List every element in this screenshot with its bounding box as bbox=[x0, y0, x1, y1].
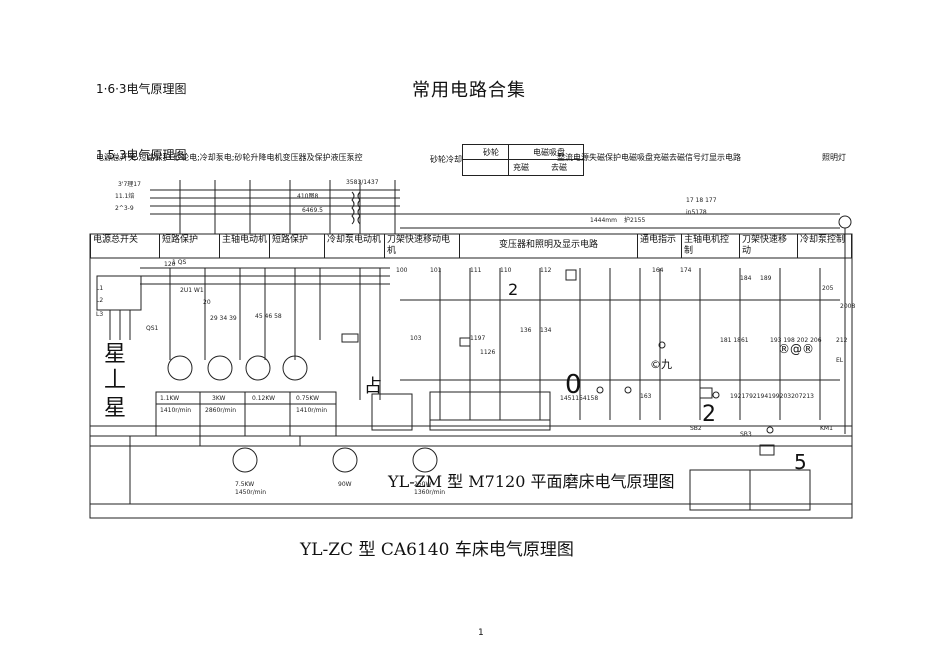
svg-text:184: 184 bbox=[740, 275, 752, 282]
svg-text:1 QS: 1 QS bbox=[172, 259, 186, 266]
svg-text:1451154158: 1451154158 bbox=[560, 395, 598, 402]
section-label: 1·6·3电气原理图 bbox=[96, 82, 187, 96]
svg-text:20: 20 bbox=[203, 299, 211, 306]
svg-text:2U1 W1: 2U1 W1 bbox=[180, 287, 204, 294]
glyph-2: 丄 bbox=[104, 368, 127, 393]
svg-text:134: 134 bbox=[540, 327, 552, 334]
svg-text:101: 101 bbox=[430, 267, 442, 274]
col-header-spindle-control: 主轴电机控制 bbox=[682, 234, 740, 258]
description-right: 整流电源失磁保护电磁吸盘充磁去磁信号灯显示电路 bbox=[557, 153, 741, 162]
col-header-short-protect-2: 短路保护 bbox=[270, 234, 325, 258]
motor-power-3: 0.12KW bbox=[252, 395, 275, 402]
col-header-coolant-control: 冷却泵控制 bbox=[798, 234, 852, 258]
svg-text:QS1: QS1 bbox=[146, 325, 159, 332]
svg-text:164: 164 bbox=[652, 267, 664, 274]
svg-text:45 46 58: 45 46 58 bbox=[255, 313, 282, 320]
svg-text:174: 174 bbox=[680, 267, 692, 274]
glyph-6: 2 bbox=[508, 280, 519, 299]
svg-text:in5178: in5178 bbox=[686, 209, 707, 216]
mode-cell-demagnetize: 去磁 bbox=[551, 163, 567, 172]
svg-text:136: 136 bbox=[520, 327, 532, 334]
svg-text:17 18 177: 17 18 177 bbox=[686, 197, 717, 204]
motor-speed-2: 2860r/min bbox=[205, 407, 236, 414]
svg-text:1126: 1126 bbox=[480, 349, 495, 356]
bottom-motor-2-power: 90W bbox=[338, 481, 352, 488]
grinder-cool-label: 砂轮冷却 bbox=[430, 155, 462, 164]
svg-text:2008: 2008 bbox=[840, 303, 855, 310]
svg-text:KM1: KM1 bbox=[820, 425, 833, 432]
glyph-5: 0 bbox=[565, 370, 582, 400]
svg-text:3583/1437: 3583/1437 bbox=[346, 179, 379, 186]
svg-text:163: 163 bbox=[640, 393, 652, 400]
motor-power-2: 3KW bbox=[212, 395, 226, 402]
svg-text:212: 212 bbox=[836, 337, 848, 344]
svg-text:205: 205 bbox=[822, 285, 834, 292]
svg-text:EL: EL bbox=[836, 357, 844, 364]
svg-text:护2155: 护2155 bbox=[624, 216, 645, 224]
bottom-motor-3-power: 250W bbox=[414, 481, 431, 488]
svg-text:6469.5: 6469.5 bbox=[302, 207, 323, 214]
motor-power-1: 1.1KW bbox=[160, 395, 179, 402]
svg-text:3'7理17: 3'7理17 bbox=[118, 181, 141, 188]
glyph-4: 占 bbox=[364, 376, 382, 397]
svg-text:SB2: SB2 bbox=[690, 425, 702, 432]
svg-text:1197: 1197 bbox=[470, 335, 485, 342]
description-left: 电源总开关 短路保护 砂轮电;冷却泵电;砂轮升降电机变压器及保护液压泵控 bbox=[96, 153, 363, 162]
svg-text:110: 110 bbox=[500, 267, 512, 274]
svg-text:181 1861: 181 1861 bbox=[720, 337, 749, 344]
svg-text:120: 120 bbox=[164, 261, 176, 268]
svg-text:11.1焙: 11.1焙 bbox=[115, 192, 134, 200]
svg-text:L2: L2 bbox=[96, 297, 103, 304]
svg-text:189: 189 bbox=[760, 275, 772, 282]
svg-text:1921792194199203207213: 1921792194199203207213 bbox=[730, 393, 814, 400]
glyph-8: 2 bbox=[702, 402, 716, 427]
caption-m7120: YL-ZM 型 M7120 平面磨床电气原理图 bbox=[388, 472, 675, 491]
glyph-9: ©九 bbox=[650, 358, 672, 371]
page-title: 常用电路合集 bbox=[412, 80, 526, 101]
motor-power-4: 0.75KW bbox=[296, 395, 319, 402]
svg-text:103: 103 bbox=[410, 335, 422, 342]
svg-text:193 198 202 206: 193 198 202 206 bbox=[770, 337, 822, 344]
glyph-3: 星 bbox=[104, 396, 127, 421]
svg-text:1444mm: 1444mm bbox=[590, 217, 617, 224]
svg-text:112: 112 bbox=[540, 267, 552, 274]
svg-text:L1: L1 bbox=[96, 285, 103, 292]
svg-text:2^3-9: 2^3-9 bbox=[115, 205, 134, 212]
svg-text:L3: L3 bbox=[96, 311, 103, 318]
motor-speed-1: 1410r/min bbox=[160, 407, 191, 414]
bottom-motor-1-power: 7.5KW bbox=[235, 481, 254, 488]
col-header-power-switch: 电源总开关 bbox=[90, 234, 160, 258]
page-number: 1 bbox=[478, 628, 484, 638]
col-header-coolant-pump: 冷却泵电动机 bbox=[325, 234, 385, 258]
svg-text:100: 100 bbox=[396, 267, 408, 274]
col-header-transformer: 变压器和照明及显示电路 bbox=[460, 234, 638, 258]
mode-cell-chuck: 电磁吸盘 bbox=[533, 148, 565, 157]
svg-text:410图8: 410图8 bbox=[297, 193, 318, 200]
mode-cell-magnetize: 充磁 bbox=[513, 163, 529, 172]
col-header-tool-rapid-control: 刀架快速移动 bbox=[740, 234, 798, 258]
glyph-1: 星 bbox=[104, 342, 127, 367]
subsection-label: 1.5.3电气原理图 bbox=[96, 148, 187, 162]
col-header-short-protect-1: 短路保护 bbox=[160, 234, 220, 258]
motor-speed-4: 1410r/min bbox=[296, 407, 327, 414]
svg-text:SB3: SB3 bbox=[740, 431, 752, 438]
col-header-tool-rapid: 刀架快速移动电机 bbox=[385, 234, 460, 258]
mode-cell-grinder: 砂轮 bbox=[483, 148, 499, 157]
glyph-10: ®@® bbox=[778, 342, 814, 356]
mode-table: 砂轮 电磁吸盘 充磁 去磁 bbox=[462, 144, 584, 176]
bottom-motor-1-speed: 1450r/min bbox=[235, 489, 266, 496]
col-header-spindle-motor: 主轴电动机 bbox=[220, 234, 270, 258]
lamp-label: 照明灯 bbox=[822, 153, 846, 162]
svg-text:111: 111 bbox=[470, 267, 482, 274]
col-header-power-indicator: 通电指示 bbox=[638, 234, 682, 258]
glyph-7: 5 bbox=[794, 450, 807, 474]
bottom-motor-3-speed: 1360r/min bbox=[414, 489, 445, 496]
svg-text:29 34 39: 29 34 39 bbox=[210, 315, 237, 322]
caption-ca6140: YL-ZC 型 CA6140 车床电气原理图 bbox=[300, 540, 574, 560]
